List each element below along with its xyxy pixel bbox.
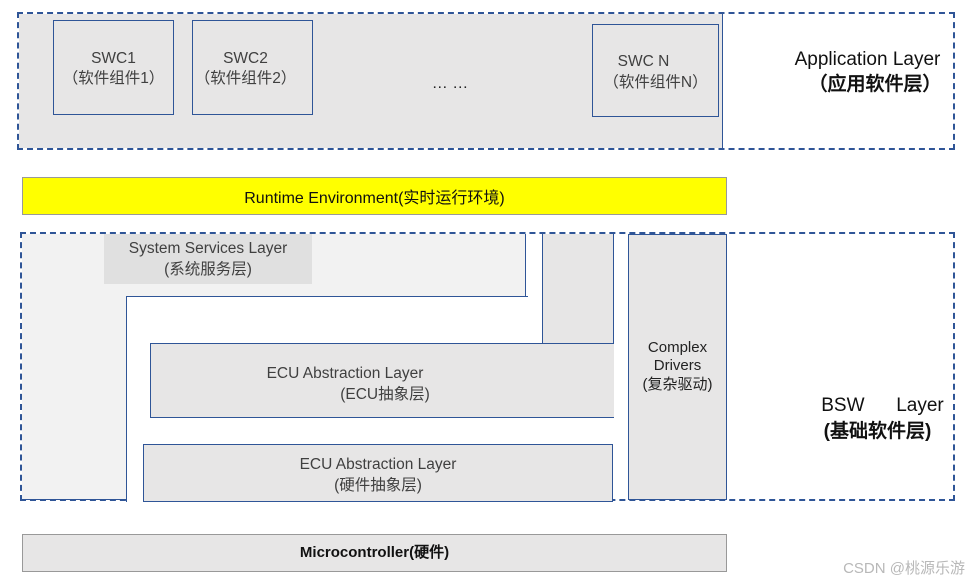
rte-label: Runtime Environment(实时运行环境)	[244, 190, 505, 207]
swcn-name: SWC N	[617, 53, 670, 70]
hw-abstraction-sub: (硬件抽象层)	[334, 477, 422, 494]
ecu-abstraction-join	[520, 344, 614, 417]
system-services-name: System Services Layer	[128, 240, 288, 257]
hw-abstraction-box	[143, 444, 613, 502]
application-layer-label-cn: （应用软件层）	[808, 74, 942, 95]
ellipsis: … …	[431, 75, 469, 92]
swc1-name: SWC1	[91, 50, 136, 67]
swc1-box	[53, 20, 174, 115]
complex-drivers-line1: Complex	[647, 339, 708, 356]
complex-drivers-box	[628, 234, 727, 500]
swc2-box	[192, 20, 313, 115]
rte-bar	[22, 177, 727, 215]
swcn-box	[592, 24, 719, 117]
hw-abstraction-name: ECU Abstraction Layer	[299, 456, 457, 473]
watermark: CSDN @桃源乐游	[843, 560, 965, 577]
system-services-sub: (系统服务层)	[164, 261, 252, 278]
microcontroller-label: Microcontroller(硬件)	[299, 544, 450, 561]
microcontroller-bar	[22, 534, 727, 572]
application-layer-frame	[17, 12, 955, 150]
swc2-name: SWC2	[223, 50, 268, 67]
bsw-layer-label-cn: (基础软件层)	[823, 421, 932, 442]
ecu-abstraction-sub: (ECU抽象层)	[340, 386, 430, 403]
swcn-sub: （软件组件N）	[603, 74, 708, 91]
application-layer-label: Application Layer	[794, 49, 941, 70]
ecu-abstraction-name: ECU Abstraction Layer	[266, 365, 424, 382]
swc2-sub: （软件组件2）	[194, 70, 297, 87]
complex-drivers-sub: (复杂驱动)	[642, 376, 713, 393]
complex-drivers-line2: Drivers	[653, 357, 702, 374]
bsw-layer-label: BSW Layer	[821, 395, 944, 416]
swc1-sub: （软件组件1）	[62, 70, 165, 87]
system-services-label-bg	[104, 234, 312, 284]
